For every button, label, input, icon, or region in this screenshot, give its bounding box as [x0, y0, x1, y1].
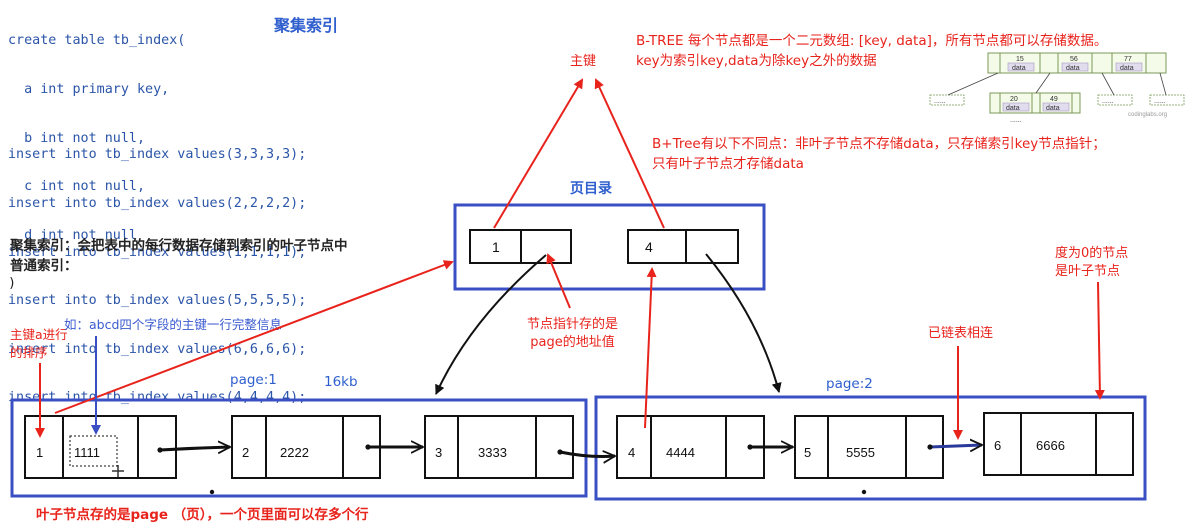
mini-key: 56	[1070, 56, 1078, 63]
root-key-1: 1	[492, 239, 500, 255]
page-title: 聚集索引	[274, 16, 339, 35]
pointer-arrow-page1	[435, 254, 547, 395]
mini-data: data	[1046, 105, 1060, 112]
sql-line: d int not null	[8, 227, 137, 243]
footer-note: 叶子节点存的是page （页），一个页里面可以存多个行	[36, 507, 369, 523]
leaf-key: 3	[435, 445, 442, 460]
mini-ellipsis: ......	[1102, 98, 1114, 105]
mini-credit: codinglabs.org	[1128, 112, 1167, 118]
root-key-4: 4	[645, 239, 653, 255]
mini-ellipsis: ......	[1010, 117, 1022, 124]
root-node-1: 1	[469, 229, 572, 264]
pointer-note: 节点指针存的是 page的地址值	[527, 316, 618, 352]
btree-note: B-TREE 每个节点都是一个二元数组: [key, data]，所有节点都可以…	[636, 31, 1107, 71]
leaf-page1-box	[10, 398, 588, 498]
sql-insert-line: insert into tb_index values(6,6,6,6);	[8, 341, 307, 357]
leaf-key: 5	[804, 445, 811, 460]
mini-key: 49	[1050, 96, 1058, 103]
mini-key: 77	[1124, 56, 1132, 63]
leaf-data: 4444	[666, 445, 695, 460]
pointer-note-line: page的地址值	[530, 335, 615, 350]
definitions: 聚集索引：会把表中的每行数据存储到索引的叶子节点中 普通索引：	[10, 236, 348, 276]
pointer-arrow-page2	[705, 253, 782, 393]
mini-ellipsis: ......	[1154, 98, 1166, 105]
sort-note: 主键a进行 的排序	[10, 326, 68, 362]
sql-insert-line: insert into tb_index values(5,5,5,5);	[8, 293, 307, 309]
leaf-link-dots	[157, 444, 933, 495]
leaf-key: 6	[994, 438, 1001, 453]
sort-note-line: 主键a进行	[10, 327, 68, 342]
page-directory-label: 页目录	[570, 181, 612, 197]
leaf-degree-note: 度为0的节点 是叶子节点	[1055, 245, 1128, 281]
leaf-key: 2	[242, 445, 249, 460]
page2-label: page:2	[826, 376, 873, 392]
clustered-definition: 聚集索引：会把表中的每行数据存储到索引的叶子节点中	[10, 238, 348, 254]
leaf-page2-box	[594, 395, 1147, 501]
sql-insert-block: insert into tb_index values(3,3,3,3); in…	[8, 115, 306, 423]
btree-note-line: key为索引key,data为除key之外的数据	[636, 53, 877, 69]
leaf-node-2: 2 2222	[231, 415, 381, 479]
leaf-node-5: 5 5555	[794, 415, 944, 479]
sql-line: )	[8, 276, 17, 292]
root-node-4: 4	[627, 229, 739, 264]
leaf-degree-note-line: 度为0的节点	[1055, 246, 1129, 261]
row-note: 如：abcd四个字段的主键一行完整信息	[64, 317, 282, 332]
page1-size: 16kb	[324, 374, 358, 390]
sql-line: create table tb_index(	[8, 33, 186, 49]
leaf-node-4: 4 4444	[616, 415, 765, 479]
sql-create-block: create table tb_index( a int primary key…	[8, 1, 185, 309]
leaf-node-3: 3 3333	[424, 415, 574, 479]
mini-data: data	[1006, 105, 1020, 112]
sql-line: a int primary key,	[8, 82, 170, 98]
sql-line: b int not null,	[8, 130, 146, 146]
bplus-note-line: B+Tree有以下不同点：非叶子节点不存储data，只存储索引key节点指针；	[652, 136, 1106, 152]
bplus-note: B+Tree有以下不同点：非叶子节点不存储data，只存储索引key节点指针； …	[652, 134, 1106, 174]
leaf-link-arrows	[159, 445, 982, 457]
primary-key-label: 主键	[570, 54, 597, 69]
sql-insert-line: insert into tb_index values(3,3,3,3);	[8, 147, 307, 163]
mini-btree-illustration: 15 56 77 data data data 20 49 data data …	[929, 52, 1185, 124]
bplus-note-line: 只有叶子节点才存储data	[652, 156, 804, 172]
leaf-data: 5555	[846, 445, 875, 460]
mini-data: data	[1120, 65, 1134, 72]
btree-note-line: B-TREE 每个节点都是一个二元数组: [key, data]，所有节点都可以…	[636, 33, 1108, 49]
leaf-data: 6666	[1036, 438, 1065, 453]
page-directory-box	[453, 203, 766, 291]
leaf-node-1: 1 1111	[24, 415, 177, 479]
mini-data: data	[1012, 65, 1026, 72]
mini-key: 20	[1010, 96, 1018, 103]
mini-ellipsis: ......	[934, 98, 946, 105]
linked-note: 已链表相连	[928, 326, 994, 341]
leaf-data: 1111	[74, 445, 100, 460]
sql-insert-line: insert into tb_index values(1,1,1,1);	[8, 244, 307, 260]
sql-line: c int not null,	[8, 179, 146, 195]
sql-insert-line: insert into tb_index values(2,2,2,2);	[8, 196, 307, 212]
pointer-note-line: 节点指针存的是	[527, 317, 619, 332]
mini-key: 15	[1016, 56, 1024, 63]
leaf-data: 3333	[478, 445, 507, 460]
leaf-node-6: 6 6666	[983, 412, 1134, 476]
normal-definition: 普通索引：	[10, 258, 78, 274]
sort-note-line: 的排序	[10, 345, 48, 360]
mini-data: data	[1066, 65, 1080, 72]
leaf-key: 1	[36, 445, 43, 460]
leaf-degree-note-line: 是叶子节点	[1055, 264, 1121, 279]
leaf-data: 2222	[280, 445, 309, 460]
sql-insert-line: insert into tb_index values(4,4,4,4);	[8, 390, 307, 406]
page1-label: page:1	[230, 372, 277, 388]
leaf-key: 4	[628, 445, 635, 460]
red-annotation-arrows	[35, 78, 1105, 440]
cursor-icon	[112, 465, 124, 477]
